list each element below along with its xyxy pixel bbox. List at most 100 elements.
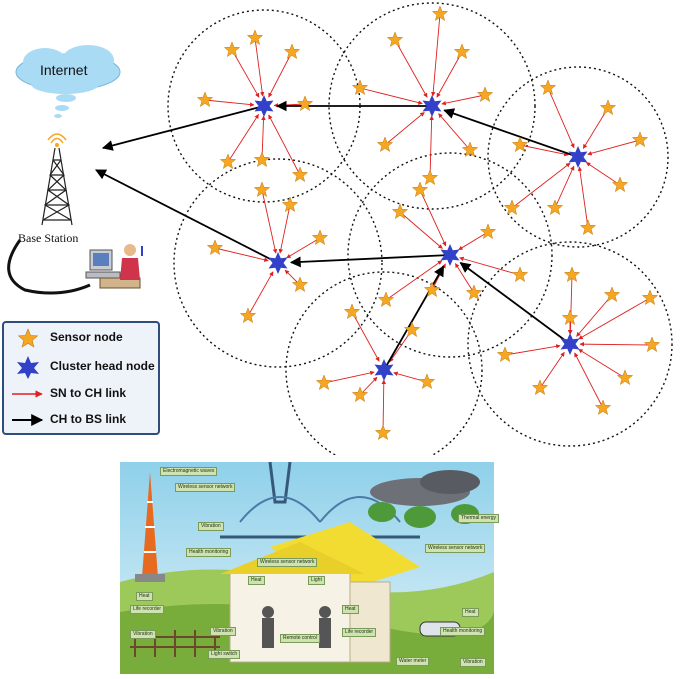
iot-label: Health monitoring [440, 627, 486, 636]
sensor-node [511, 266, 529, 283]
sensor-node [531, 379, 549, 396]
cluster-boundaries [167, 2, 673, 455]
cluster-head-star-icon [17, 356, 39, 379]
sn-to-ch-link [454, 263, 475, 294]
legend-label: CH to BS link [50, 412, 127, 426]
internet-cloud-icon [15, 45, 121, 118]
sensor-node [376, 136, 394, 153]
sn-to-ch-link [381, 379, 387, 434]
sn-to-ch-link [429, 115, 434, 179]
sn-to-ch-link [268, 114, 301, 176]
sn-to-ch-link [504, 344, 561, 356]
ch-to-bs-link [95, 169, 279, 264]
legend-label: Cluster head node [50, 359, 155, 373]
sensor-node [377, 291, 395, 308]
sn-to-ch-link [278, 204, 291, 254]
sensor-nodes [196, 5, 661, 441]
sensor-node [403, 321, 421, 338]
sensor-node [503, 199, 521, 216]
iot-label: Vibration [130, 630, 156, 639]
iot-label: Life recorder [342, 628, 377, 637]
sensor-node [511, 136, 529, 153]
sensor-node [351, 79, 369, 96]
sn-to-ch-link [579, 341, 653, 347]
sensor-node [253, 181, 271, 198]
sensor-node [579, 219, 597, 236]
sensor-node [594, 399, 612, 416]
cluster-boundary [347, 152, 553, 358]
sensor-node [599, 99, 617, 116]
base-station-tower-icon [41, 133, 73, 226]
iot-label: Heat [342, 605, 359, 614]
sn-to-ch-link [574, 352, 604, 409]
sn-to-ch-link [231, 49, 260, 98]
iot-label: Thermal energy [458, 514, 500, 523]
iot-label: Heat [248, 576, 265, 585]
sn-to-ch-link [323, 370, 375, 384]
iot-label: Vibration [198, 522, 224, 531]
cluster-head-links [95, 100, 579, 371]
legend-label: Sensor node [50, 330, 123, 344]
sn-to-ch-link [438, 113, 471, 151]
sensor-node [283, 43, 301, 60]
sensor-node [453, 43, 471, 60]
sensor-node [476, 86, 494, 103]
sensor-node [611, 176, 629, 193]
sensor-node [343, 303, 361, 320]
sensor-node [374, 424, 392, 441]
sensor-node [418, 373, 436, 390]
sensor-node [561, 309, 579, 326]
cluster-head-node [422, 95, 442, 117]
iot-label: Health monitoring [186, 548, 232, 557]
sensor-node [539, 79, 557, 96]
sn-to-ch-link [359, 87, 423, 105]
sn-to-ch-link [519, 144, 569, 157]
sn-to-ch-link [436, 51, 463, 98]
sensor-node [351, 386, 369, 403]
cluster-head-node [374, 359, 394, 381]
cluster-head-node [268, 252, 288, 274]
legend-sensor-node: Sensor node [4, 326, 158, 350]
sensor-node [386, 31, 404, 48]
legend-sn-ch-link: SN to CH link [4, 382, 158, 406]
ch-to-bs-link [383, 265, 445, 371]
iot-label: Electromagnetic waves [160, 467, 218, 476]
legend: Sensor node Cluster head node SN to CH l… [2, 321, 160, 435]
cluster-boundary [285, 271, 483, 455]
iot-label: Wireless sensor network [257, 558, 318, 567]
iot-label: Remote control [280, 634, 320, 643]
sn-to-ch-link [539, 351, 565, 389]
ch-to-bs-link [101, 105, 265, 151]
iot-label: Wireless sensor network [425, 544, 486, 553]
wsn-diagram [7, 2, 673, 455]
iot-label: Vibration [460, 658, 486, 667]
legend-label: SN to CH link [50, 386, 127, 400]
sensor-links [204, 13, 653, 434]
sn-to-ch-link [254, 37, 265, 97]
sn-to-ch-link [576, 294, 613, 337]
sensor-node [219, 153, 237, 170]
legend-cluster-head: Cluster head node [4, 355, 158, 379]
sensor-node [291, 166, 309, 183]
sn-to-ch-link [261, 189, 278, 254]
sensor-star-icon [17, 328, 39, 348]
sn-to-ch-link [585, 162, 621, 186]
iot-label: Light switch [208, 650, 241, 659]
sensor-node [315, 374, 333, 391]
legend-ch-bs-link: CH to BS link [4, 408, 158, 432]
cluster-head-node [568, 146, 588, 168]
sn-to-ch-link [419, 189, 447, 247]
sensor-node [465, 284, 483, 301]
sensor-node [496, 346, 514, 363]
sensor-node [603, 286, 621, 303]
cluster-boundary [328, 2, 536, 210]
sensor-node [431, 5, 449, 22]
sn-to-ch-link [286, 237, 321, 259]
internet-label: Internet [40, 62, 88, 78]
cluster-head-node [440, 244, 460, 266]
sensor-node [616, 369, 634, 386]
sn-to-ch-link [578, 348, 626, 379]
iot-label: Wireless sensor network [175, 483, 236, 492]
sn-to-ch-link [511, 162, 571, 209]
cluster-head-nodes [254, 95, 588, 381]
